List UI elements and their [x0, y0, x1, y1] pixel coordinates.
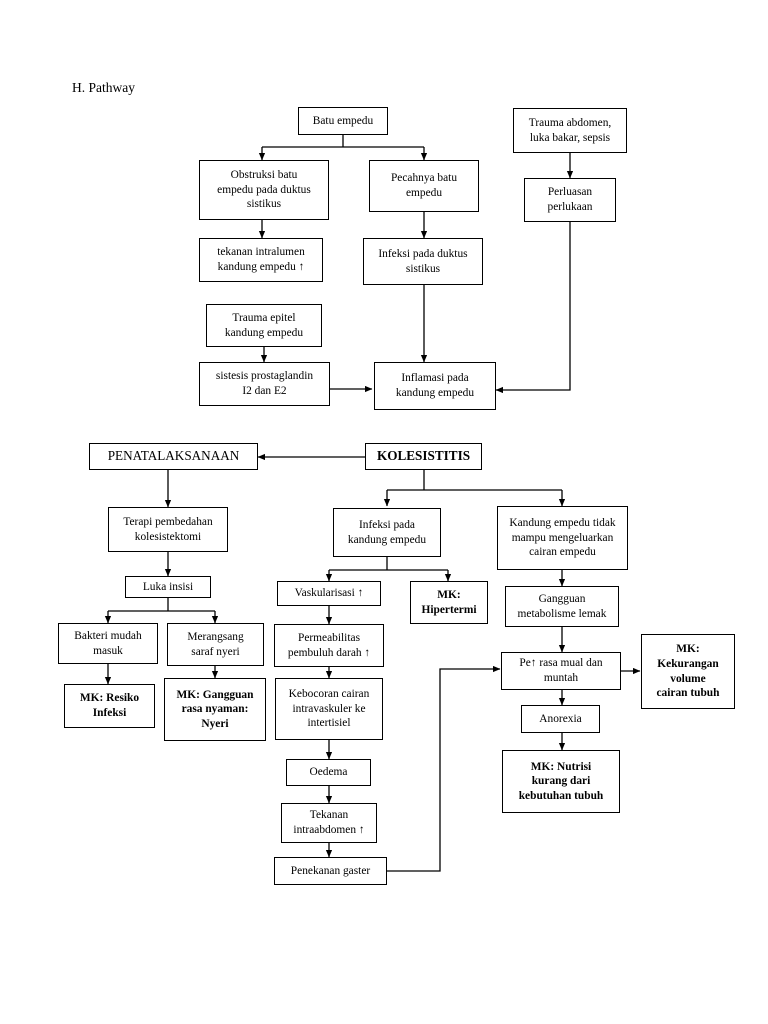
node-label: Batu empedu [312, 114, 374, 127]
node-label: MK:Hipertermi [421, 588, 477, 616]
node-label: KOLESISTITIS [376, 448, 471, 464]
node-penekanan-gaster[interactable]: Penekanan gaster [274, 857, 387, 885]
node-label: Luka insisi [142, 580, 194, 593]
node-anorexia[interactable]: Anorexia [521, 705, 600, 733]
node-penatalaksanaan[interactable]: PENATALAKSANAAN [89, 443, 258, 470]
node-label: Penekanan gaster [290, 864, 371, 877]
node-kolesistitis[interactable]: KOLESISTITIS [365, 443, 482, 470]
node-label: Vaskularisasi ↑ [294, 587, 364, 600]
node-luka-insisi[interactable]: Luka insisi [125, 576, 211, 598]
node-batu-empedu[interactable]: Batu empedu [298, 107, 388, 135]
node-label: PENATALAKSANAAN [107, 448, 240, 464]
node-mk-hipertermi[interactable]: MK:Hipertermi [410, 581, 488, 624]
node-label: Anorexia [539, 712, 582, 725]
node-vaskularisasi[interactable]: Vaskularisasi ↑ [277, 581, 381, 606]
node-label: Trauma abdomen,luka bakar, sepsis [528, 116, 612, 144]
node-oedema[interactable]: Oedema [286, 759, 371, 786]
node-trauma-abdomen[interactable]: Trauma abdomen,luka bakar, sepsis [513, 108, 627, 153]
node-label: Oedema [309, 766, 348, 779]
page-heading: H. Pathway [72, 80, 135, 95]
